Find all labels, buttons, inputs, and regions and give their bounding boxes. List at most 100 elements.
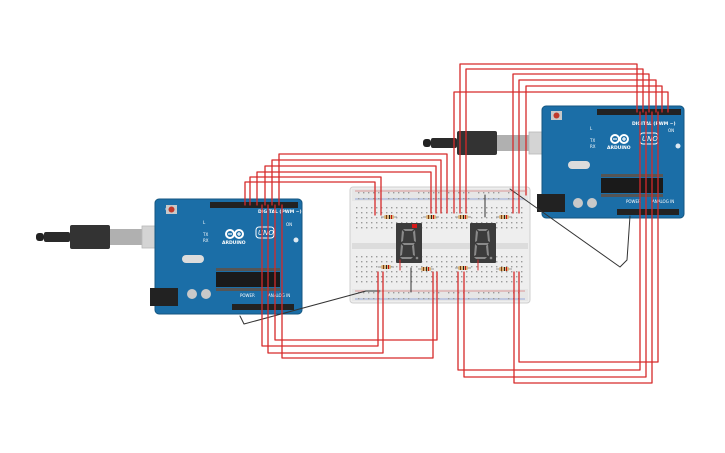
wires[interactable] xyxy=(239,63,669,384)
breadboard-hole xyxy=(406,217,408,219)
arduino-uno-right[interactable]: ARDUINO UNO DIGITAL (PWM ~) POWER ANALOG… xyxy=(537,105,685,219)
breadboard-hole xyxy=(438,192,440,194)
breadboard-hole xyxy=(468,198,470,200)
breadboard-hole xyxy=(521,266,523,268)
breadboard-hole xyxy=(511,281,513,283)
signal-wire-left-9[interactable] xyxy=(274,204,438,341)
breadboard-hole xyxy=(426,207,428,209)
signal-wire-right-10[interactable] xyxy=(518,111,659,363)
breadboard-hole xyxy=(516,276,518,278)
breadboard-hole xyxy=(491,207,493,209)
breadboard-hole xyxy=(471,217,473,219)
breadboard-hole xyxy=(506,222,508,224)
breadboard-hole xyxy=(506,271,508,273)
breadboard-hole xyxy=(366,212,368,214)
seven-segment-display-right[interactable] xyxy=(470,223,496,263)
breadboard-hole xyxy=(438,292,440,294)
breadboard-hole xyxy=(466,276,468,278)
breadboard-hole xyxy=(361,271,363,273)
breadboard-hole xyxy=(421,217,423,219)
breadboard-hole xyxy=(426,271,428,273)
breadboard-hole xyxy=(476,266,478,268)
breadboard-hole xyxy=(488,292,490,294)
signal-wire-left-6[interactable] xyxy=(278,153,448,214)
digital-pins-label: DIGITAL (PWM ~) xyxy=(258,209,302,215)
signal-wire-right-2[interactable] xyxy=(465,68,644,214)
breadboard-hole xyxy=(471,281,473,283)
signal-wire-right-1[interactable] xyxy=(459,63,638,214)
seven-segment-display-left[interactable] xyxy=(396,223,422,263)
breadboard-hole xyxy=(381,227,383,229)
breadboard-hole xyxy=(418,192,420,194)
resistor-icon xyxy=(378,265,394,269)
arduino-logo-icon xyxy=(610,134,629,144)
signal-wire-left-2[interactable] xyxy=(249,176,382,216)
breadboard-hole xyxy=(516,261,518,263)
breadboard-hole xyxy=(381,217,383,219)
breadboard-hole xyxy=(388,198,390,200)
signal-wire-left-3[interactable] xyxy=(256,171,432,214)
breadboard-hole xyxy=(506,261,508,263)
breadboard-hole xyxy=(396,212,398,214)
breadboard-hole xyxy=(441,222,443,224)
breadboard-hole xyxy=(451,261,453,263)
breadboard-hole xyxy=(371,266,373,268)
signal-wire-left-10[interactable] xyxy=(281,204,434,359)
signal-wire-right-4[interactable] xyxy=(518,79,657,214)
breadboard-hole xyxy=(486,271,488,273)
breadboard-hole xyxy=(421,281,423,283)
breadboard-hole xyxy=(511,261,513,263)
signal-wire-right-6[interactable] xyxy=(453,91,669,214)
breadboard-hole xyxy=(511,256,513,258)
breadboard-hole xyxy=(481,266,483,268)
breadboard-hole xyxy=(403,292,405,294)
l-label: L xyxy=(590,126,593,131)
signal-wire-left-4[interactable] xyxy=(264,165,437,214)
breadboard-hole xyxy=(506,227,508,229)
breadboard-hole xyxy=(356,212,358,214)
breadboard-hole xyxy=(421,222,423,224)
signal-wire-left-8[interactable] xyxy=(267,204,384,354)
breadboard-hole xyxy=(411,217,413,219)
breadboard-hole xyxy=(356,217,358,219)
l-label: L xyxy=(203,220,206,225)
arduino-uno-left[interactable]: ARDUINO UNO DIGITAL (PWM ~) POWER ANALOG… xyxy=(150,198,303,315)
signal-wire-right-7[interactable] xyxy=(457,111,641,371)
breadboard-hole xyxy=(416,276,418,278)
breadboard-hole xyxy=(371,276,373,278)
signal-wire-left-1[interactable] xyxy=(244,181,376,216)
breadboard-hole xyxy=(516,271,518,273)
breadboard-hole xyxy=(376,222,378,224)
breadboard-hole xyxy=(521,281,523,283)
breadboard-hole xyxy=(446,256,448,258)
signal-wire-right-8[interactable] xyxy=(463,111,647,378)
breadboard-hole xyxy=(451,207,453,209)
breadboard-hole xyxy=(388,298,390,300)
rx-label: RX xyxy=(203,238,209,243)
breadboard-hole xyxy=(373,298,375,300)
breadboard-hole xyxy=(471,271,473,273)
signal-wire-left-5[interactable] xyxy=(271,159,442,214)
breadboard-hole xyxy=(436,217,438,219)
breadboard-hole xyxy=(371,217,373,219)
breadboard-hole xyxy=(446,266,448,268)
breadboard-hole xyxy=(388,192,390,194)
breadboard-hole xyxy=(461,281,463,283)
signal-wire-right-9[interactable] xyxy=(513,111,653,384)
breadboard-hole xyxy=(403,198,405,200)
signal-wire-left-7[interactable] xyxy=(261,204,379,347)
signal-wire-right-5[interactable] xyxy=(525,85,663,196)
ground-wire-right[interactable] xyxy=(509,188,631,268)
breadboard-hole xyxy=(486,276,488,278)
breadboard-hole xyxy=(366,276,368,278)
breadboard-hole xyxy=(361,276,363,278)
breadboard-hole xyxy=(521,207,523,209)
breadboard-hole xyxy=(521,261,523,263)
signal-wire-right-3[interactable] xyxy=(512,73,650,214)
breadboard[interactable] xyxy=(349,186,531,304)
breadboard-hole xyxy=(431,207,433,209)
breadboard-hole xyxy=(356,276,358,278)
ground-wire-left[interactable] xyxy=(239,290,367,325)
breadboard-hole xyxy=(486,212,488,214)
breadboard-hole xyxy=(366,207,368,209)
